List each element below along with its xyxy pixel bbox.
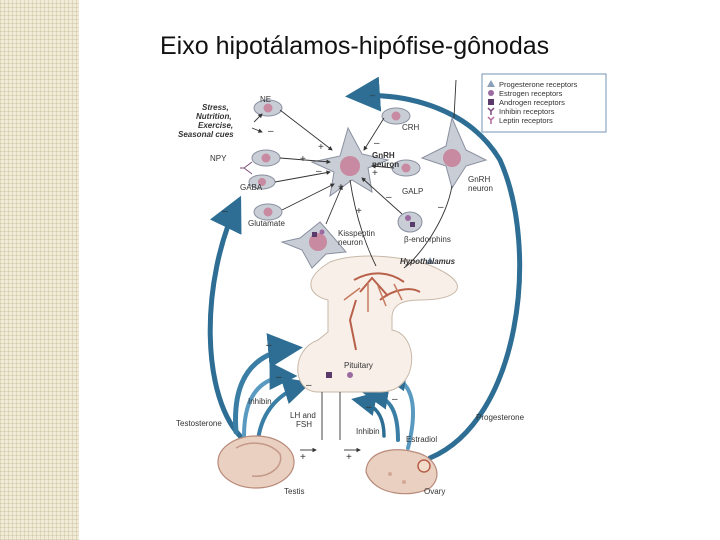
testosterone-to-pituitary-arrow-2 (242, 362, 298, 438)
svg-text:neuron: neuron (338, 238, 363, 247)
svg-text:–: – (276, 372, 282, 383)
svg-text:GnRH: GnRH (372, 151, 395, 160)
svg-text:neuron: neuron (468, 184, 493, 193)
svg-text:GALP: GALP (402, 187, 423, 196)
svg-text:neuron: neuron (372, 160, 399, 169)
legend-item-androgen: Androgen receptors (488, 98, 565, 107)
svg-text:–: – (374, 138, 380, 149)
beta-endorphin-neuron (397, 211, 423, 233)
svg-text:+: + (356, 206, 362, 217)
androgen-receptor-marker (326, 372, 332, 378)
svg-text:Inhibin: Inhibin (248, 397, 272, 406)
connection-lines (240, 79, 457, 453)
svg-text:–: – (386, 192, 392, 203)
svg-text:–: – (268, 126, 274, 137)
inhibin-left-arrow (256, 377, 312, 442)
svg-text:–: – (438, 202, 444, 213)
legend-item-estrogen: Estrogen receptors (488, 89, 563, 98)
svg-text:–: – (222, 206, 228, 217)
svg-text:Exercise,: Exercise, (198, 121, 233, 130)
svg-text:–: – (306, 380, 312, 391)
svg-text:Nutrition,: Nutrition, (196, 112, 232, 121)
svg-text:NE: NE (260, 95, 271, 104)
ne-neuron (253, 99, 283, 117)
svg-text:CRH: CRH (402, 123, 420, 132)
diagram-labels: Stress, Nutrition, Exercise, Seasonal cu… (176, 95, 525, 496)
svg-text:GnRH: GnRH (468, 175, 490, 184)
svg-text:+: + (300, 154, 306, 165)
square-icon (488, 99, 494, 105)
svg-text:–: – (366, 402, 372, 413)
svg-text:Androgen receptors: Androgen receptors (499, 98, 565, 107)
glutamate-neuron (253, 203, 283, 221)
svg-text:Pituitary: Pituitary (344, 361, 373, 370)
svg-text:–: – (370, 90, 375, 100)
svg-text:+: + (338, 182, 344, 193)
y-receptor-icon (487, 116, 495, 124)
svg-text:Ovary: Ovary (424, 487, 445, 496)
testosterone-to-pituitary-arrow (233, 333, 303, 435)
svg-text:LH and: LH and (290, 411, 316, 420)
kisspeptin-neuron (280, 221, 348, 269)
testis (217, 435, 295, 489)
legend-item-inhibin: Inhibin receptors (487, 107, 555, 116)
ovary (365, 449, 438, 495)
legend-item-leptin: Leptin receptors (487, 116, 553, 125)
svg-text:–: – (392, 394, 398, 405)
pituitary-gland (297, 255, 458, 393)
svg-text:Leptin receptors: Leptin receptors (499, 116, 553, 125)
sign-labels: – – + + – + – + + – – – – – – – – + + (222, 90, 444, 463)
svg-text:Progesterone: Progesterone (476, 413, 525, 422)
svg-text:Progesterone receptors: Progesterone receptors (499, 80, 578, 89)
svg-text:+: + (300, 452, 306, 463)
svg-text:GABA: GABA (240, 183, 263, 192)
svg-text:Inhibin: Inhibin (356, 427, 380, 436)
decorative-side-strip (0, 0, 79, 540)
feedback-arrows (207, 76, 523, 461)
neurons (248, 99, 488, 269)
svg-text:–: – (316, 166, 322, 177)
estrogen-receptor-marker (347, 372, 353, 378)
svg-text:Stress,: Stress, (202, 103, 229, 112)
svg-text:Kisspeptin: Kisspeptin (338, 229, 375, 238)
y-receptor-icon (487, 107, 495, 115)
triangle-icon (426, 257, 434, 264)
svg-text:FSH: FSH (296, 420, 312, 429)
svg-text:+: + (318, 142, 324, 153)
svg-text:Testis: Testis (284, 487, 304, 496)
svg-text:NPY: NPY (210, 154, 227, 163)
circle-icon (488, 90, 494, 96)
svg-text:Hypothalamus: Hypothalamus (400, 257, 456, 266)
svg-text:Inhibin receptors: Inhibin receptors (499, 107, 555, 116)
svg-text:Testosterone: Testosterone (176, 419, 222, 428)
svg-text:Seasonal cues: Seasonal cues (178, 130, 234, 139)
legend: Progesterone receptors Estrogen receptor… (481, 73, 607, 133)
npy-neuron (251, 149, 281, 167)
gaba-neuron (248, 174, 276, 190)
left-long-feedback-arrow (207, 195, 247, 443)
gnrh-neuron-center (310, 126, 390, 198)
svg-text:β-endorphins: β-endorphins (404, 235, 451, 244)
legend-item-progesterone: Progesterone receptors (487, 80, 578, 89)
svg-text:Estrogen receptors: Estrogen receptors (499, 89, 563, 98)
triangle-icon (487, 80, 495, 87)
inhibin-right-arrow (351, 391, 386, 438)
svg-text:–: – (266, 340, 272, 351)
svg-text:Estradiol: Estradiol (406, 435, 437, 444)
right-long-feedback-arrow (345, 76, 523, 461)
svg-text:Glutamate: Glutamate (248, 219, 285, 228)
svg-text:+: + (346, 452, 352, 463)
svg-text:+: + (372, 168, 378, 179)
crh-neuron (381, 107, 411, 125)
slide-title: Eixo hipotálamos-hipófise-gônodas (160, 32, 550, 60)
